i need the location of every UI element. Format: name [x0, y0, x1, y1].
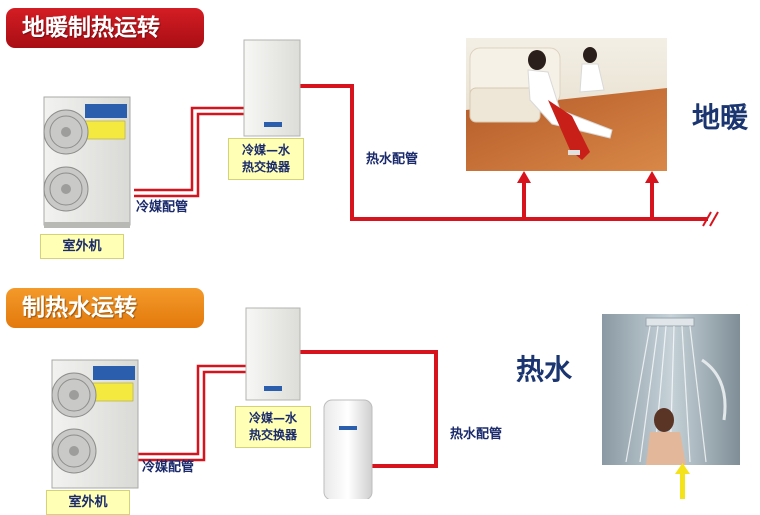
hydrobox-unit-icon [245, 307, 301, 401]
hot-water-pipe-label: 热水配管 [450, 427, 503, 442]
heat-exchanger-label-line2: 热交换器 [248, 428, 297, 442]
hot-water-pipe-bottom [300, 350, 438, 468]
refrigerant-pipe-label: 冷媒配管 [136, 200, 189, 215]
hot-water-pipe-top [300, 84, 708, 221]
heat-exchanger-label: 冷媒—水 热交换器 [235, 406, 311, 448]
section-title-floor-heating: 地暖制热运转 [6, 8, 204, 48]
heat-exchanger-label-line1: 冷媒—水 [248, 411, 297, 425]
hot-water-pipe-label: 热水配管 [366, 152, 419, 167]
shower-photo [602, 314, 740, 465]
hot-water-label: 热水 [516, 353, 573, 386]
outdoor-unit-fan-icon [51, 359, 139, 489]
heat-arrow-icon [675, 463, 690, 499]
hydrobox-unit-icon [243, 39, 301, 137]
refrigerant-pipe-bottom [138, 364, 246, 462]
floor-heating-label: 地暖 [692, 101, 749, 134]
heat-exchanger-label-line2: 热交换器 [241, 160, 290, 174]
diagram-canvas [43, 38, 740, 499]
outdoor-unit-label: 室外机 [46, 490, 130, 515]
refrigerant-pipe-top [134, 106, 244, 198]
section-title-hot-water: 制热水运转 [6, 288, 204, 328]
floor-heating-photo [466, 38, 667, 171]
water-tank-icon [323, 399, 373, 499]
refrigerant-pipe-label: 冷媒配管 [142, 460, 195, 475]
pipe-break-mark [702, 211, 719, 227]
heat-exchanger-label: 冷媒—水 热交换器 [228, 138, 304, 180]
outdoor-unit-fan-icon [43, 96, 131, 228]
outdoor-unit-label: 室外机 [40, 234, 124, 259]
heat-arrow-icon [517, 171, 659, 183]
heat-exchanger-label-line1: 冷媒—水 [241, 143, 290, 157]
